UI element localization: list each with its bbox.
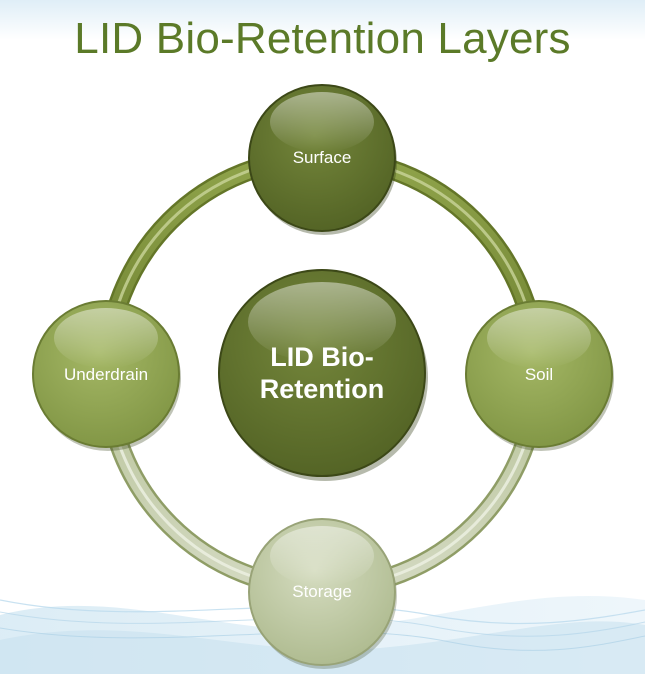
storage-node (248, 518, 397, 669)
center-title-line1: LID Bio- (270, 342, 374, 372)
storage-label: Storage (292, 582, 352, 601)
soil-label: Soil (524, 365, 554, 384)
center-title: LID Bio- Retention (212, 341, 432, 405)
surface-label: Surface (292, 148, 352, 167)
slide-title: LID Bio-Retention Layers (74, 14, 571, 63)
underdrain-label: Underdrain (63, 365, 149, 384)
center-title-line2: Retention (259, 374, 385, 404)
soil-node (465, 300, 614, 451)
center-node (218, 269, 428, 481)
underdrain-node (32, 300, 181, 451)
surface-node (248, 84, 397, 235)
